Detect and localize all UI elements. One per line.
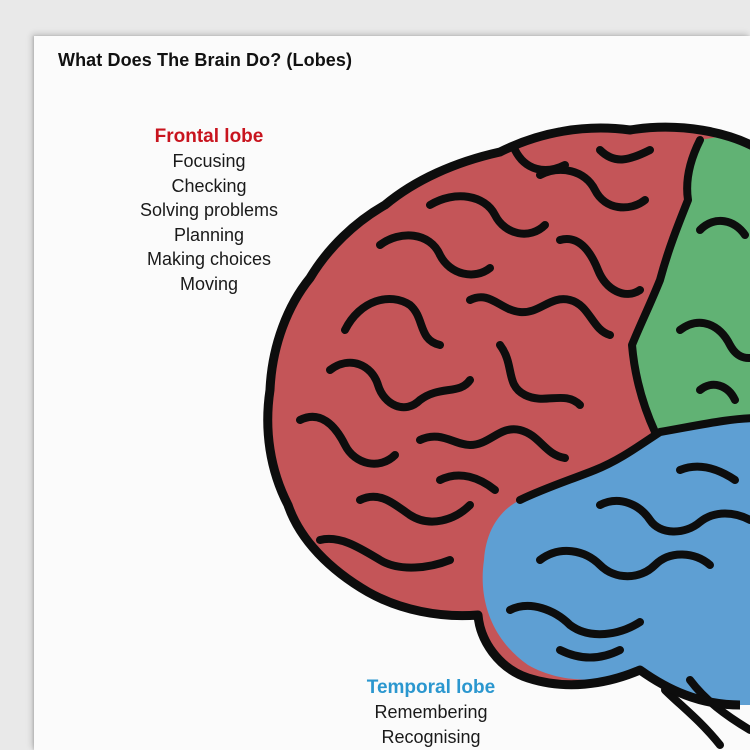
brain-outline — [263, 122, 750, 710]
frontal-function-item: Solving problems — [139, 200, 279, 221]
poster-title: What Does The Brain Do? (Lobes) — [58, 50, 353, 70]
frontal-lobe-heading: Frontal lobe — [154, 126, 264, 147]
temporal-function-item: Recognising — [381, 726, 481, 747]
frontal-function-item: Checking — [171, 175, 247, 196]
frontal-function-item: Planning — [173, 224, 245, 245]
parietal-lobe — [632, 130, 750, 432]
frontal-function-item: Making choices — [146, 249, 272, 270]
temporal-function-item: Remembering — [374, 702, 488, 722]
brain-folds — [296, 136, 750, 749]
frontal-function-item: Moving — [179, 273, 239, 294]
temporal-lobe-heading: Temporal lobe — [366, 677, 496, 698]
frontal-lobe-label-block: Frontal lobe Focusing Checking Solving p… — [89, 125, 329, 297]
frontal-function-item: Focusing — [172, 151, 246, 171]
temporal-lobe-label-block: Temporal lobe Remembering Recognising — [311, 676, 551, 749]
